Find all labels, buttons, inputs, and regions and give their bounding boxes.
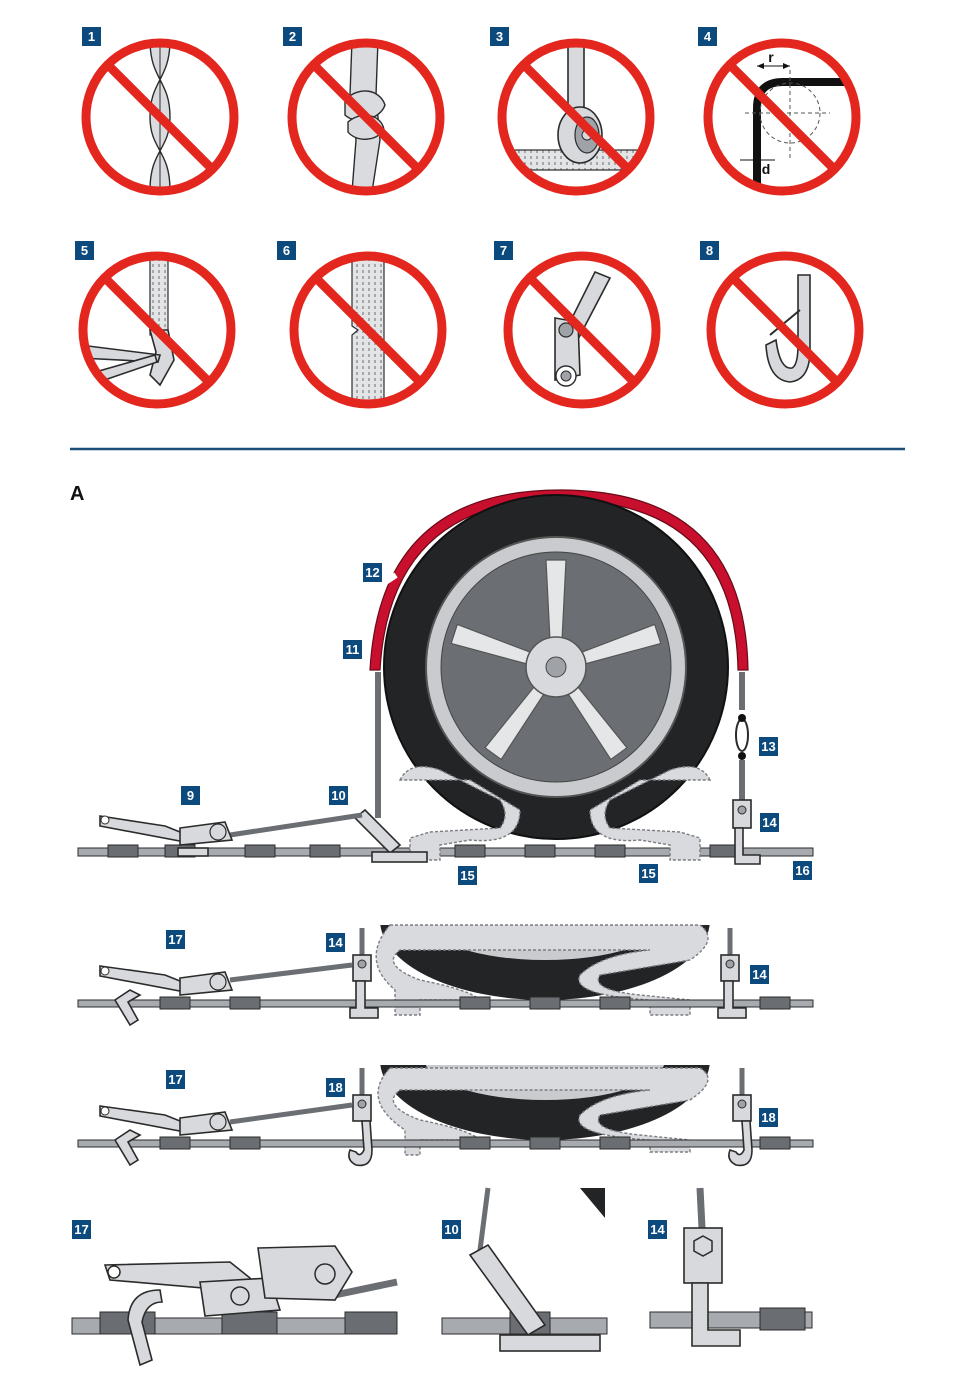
- wheel-center-cap: [545, 656, 567, 678]
- callout-13: 13: [759, 737, 778, 756]
- callout-17a: 17: [166, 930, 185, 949]
- callout-17b: 17: [166, 1070, 185, 1089]
- callout-10-text: 10: [331, 788, 345, 803]
- callout-18b-text: 18: [761, 1110, 775, 1125]
- web-strap-left: [398, 766, 521, 861]
- callout-12: 12: [363, 563, 382, 582]
- sharp-edge-icon: [740, 63, 854, 189]
- support-bracket: [353, 808, 402, 855]
- badge-8: 8: [700, 241, 719, 260]
- callout-14b-text: 14: [328, 935, 343, 950]
- prohibition-sign-7: 7: [494, 241, 661, 409]
- rail-1: [77, 844, 814, 858]
- callout-11: 11: [343, 640, 362, 659]
- badge-6-text: 6: [283, 243, 290, 258]
- rim-spokes: [450, 559, 662, 761]
- callout-15b: 15: [639, 864, 658, 883]
- callout-11-text: 11: [346, 642, 360, 657]
- rail-hook-14: [732, 799, 761, 865]
- deformed-hook-icon: [765, 274, 811, 383]
- callout-12-text: 12: [365, 565, 379, 580]
- tension-strap: [229, 812, 363, 838]
- prohibition-sign-5: 5: [75, 241, 236, 409]
- callout-16: 16: [793, 861, 812, 880]
- badge-2: 2: [283, 27, 302, 46]
- main-wheel-assembly: [77, 489, 814, 865]
- badge-1-text: 1: [88, 29, 95, 44]
- callout-15b-text: 15: [641, 866, 655, 881]
- radius-label: r: [768, 49, 774, 65]
- wheel-guard: [369, 489, 749, 671]
- callout-17c-text: 17: [74, 1222, 88, 1237]
- guard-reflector: [382, 572, 398, 586]
- callout-17a-text: 17: [168, 932, 182, 947]
- callout-14b: 14: [326, 933, 345, 952]
- callout-16-text: 16: [795, 863, 809, 878]
- variant-round-hook-assembly: [77, 1065, 814, 1167]
- detail-hook-14: [649, 1187, 813, 1347]
- callout-14d-text: 14: [650, 1222, 665, 1237]
- badge-5: 5: [75, 241, 94, 260]
- callout-9-text: 9: [187, 788, 194, 803]
- section-a-label: A: [70, 483, 84, 505]
- badge-4: 4: [698, 27, 717, 46]
- thickness-label: d: [762, 161, 771, 177]
- callout-15a: 15: [458, 866, 477, 885]
- badge-8-text: 8: [706, 243, 713, 258]
- callout-9: 9: [181, 786, 200, 805]
- callout-14c: 14: [750, 965, 769, 984]
- callout-18a-text: 18: [328, 1080, 342, 1095]
- badge-3: 3: [490, 27, 509, 46]
- callout-13-text: 13: [761, 739, 775, 754]
- prohibition-sign-8: 8: [700, 241, 864, 409]
- callout-14: 14: [760, 813, 779, 832]
- callout-10: 10: [329, 786, 348, 805]
- detail-bracket-10: [441, 1187, 608, 1352]
- callout-17b-text: 17: [168, 1072, 182, 1087]
- badge-7: 7: [494, 241, 513, 260]
- detail-ratchet-17: [71, 1245, 398, 1367]
- badge-3-text: 3: [496, 29, 503, 44]
- callout-18a: 18: [326, 1078, 345, 1097]
- prohibition-sign-6: 6: [277, 241, 447, 409]
- wheel-over-strap-icon: [504, 45, 648, 171]
- callout-14d: 14: [648, 1220, 667, 1239]
- variant-hook-assembly: [77, 924, 814, 1027]
- callout-14-text: 14: [762, 815, 777, 830]
- web-strap-right: [589, 766, 712, 861]
- prohibition-sign-2: 2: [283, 27, 445, 196]
- prohibition-sign-4: 4 r d: [698, 27, 861, 196]
- badge-6: 6: [277, 241, 296, 260]
- callout-10b-text: 10: [444, 1222, 458, 1237]
- prohibition-sign-3: 3: [490, 27, 655, 196]
- callout-17c: 17: [72, 1220, 91, 1239]
- prohibition-sign-1: 1: [81, 27, 239, 196]
- ratchet-9: [99, 815, 234, 857]
- badge-4-text: 4: [704, 29, 712, 44]
- callout-10b: 10: [442, 1220, 461, 1239]
- callout-14c-text: 14: [752, 967, 767, 982]
- badge-2-text: 2: [289, 29, 296, 44]
- turnbuckle-13: [735, 672, 749, 800]
- badge-1: 1: [82, 27, 101, 46]
- badge-5-text: 5: [81, 243, 88, 258]
- callout-18b: 18: [759, 1108, 778, 1127]
- callout-15a-text: 15: [460, 868, 474, 883]
- rail-fitting-10: [371, 851, 428, 863]
- badge-7-text: 7: [500, 243, 507, 258]
